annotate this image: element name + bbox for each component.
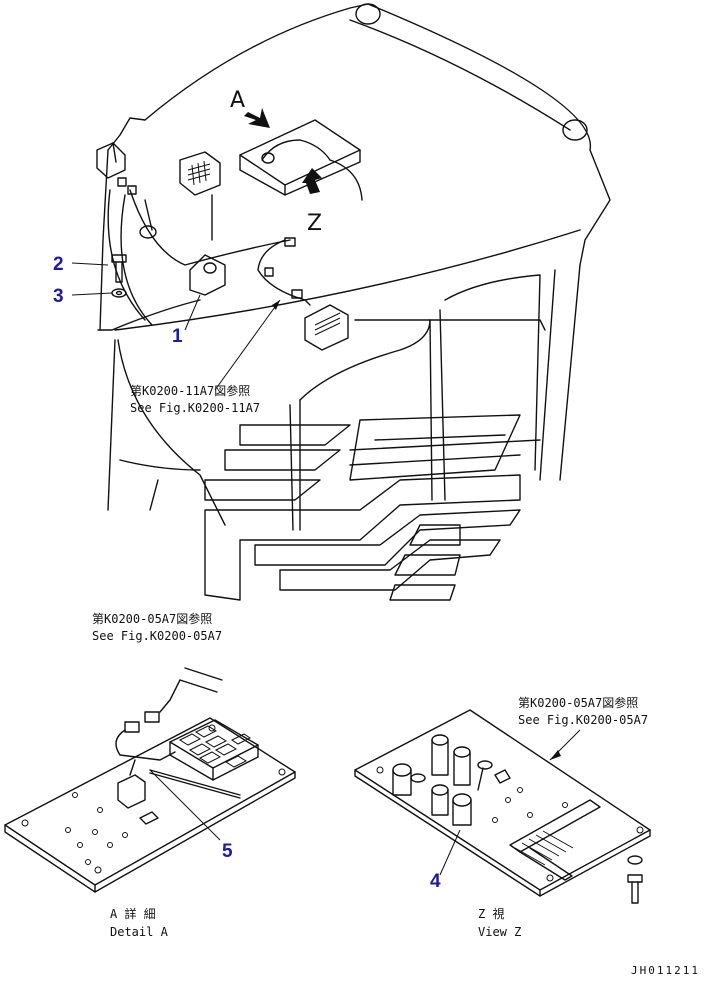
ref-left-jp: 第K0200-05A7図参照 (92, 611, 212, 626)
view-z-plate (354, 709, 651, 897)
washer-part-3 (111, 288, 127, 298)
working-lamp-center (179, 151, 221, 241)
callout-3: 3 (53, 286, 64, 307)
roof-controller-box (239, 119, 363, 201)
caption-detail-a-jp: A 詳 細 (110, 906, 156, 921)
detail-a-plate (4, 717, 296, 893)
detail-a-relay-box (169, 719, 259, 781)
callout-4: 4 (430, 871, 441, 892)
drawing-id: JH011211 (631, 964, 700, 977)
detail-a-harness (115, 667, 241, 825)
caption-view-z-en: View Z (478, 925, 521, 939)
caption-detail-a-en: Detail A (110, 925, 169, 939)
ref-top-en: See Fig.K0200-11A7 (130, 401, 260, 415)
wiring-harness (107, 189, 311, 326)
view-z-arrow (302, 168, 322, 194)
view-z-terminal-strip (509, 799, 601, 881)
callout-5: 5 (222, 841, 233, 862)
view-z-marker: Z (307, 211, 322, 236)
view-z-connectors (392, 734, 511, 826)
callout-2: 2 (53, 254, 64, 275)
ref-right-en: See Fig.K0200-05A7 (518, 713, 648, 727)
cab-body (97, 3, 611, 601)
view-a-marker: A (230, 88, 245, 113)
ref-left-en: See Fig.K0200-05A7 (92, 629, 222, 643)
view-z-bolt (627, 855, 643, 904)
callout-1: 1 (172, 326, 183, 347)
bolt-part-2 (111, 254, 127, 283)
ref-top-jp: 第K0200-11A7図参照 (130, 383, 250, 398)
view-a-arrow (244, 108, 270, 128)
callout-leaders (71, 262, 581, 876)
caption-view-z-jp: Z 視 (478, 906, 504, 921)
bracket-clamp (189, 254, 226, 296)
ref-right-jp: 第K0200-05A7図参照 (518, 695, 638, 710)
working-lamp-rear (96, 142, 137, 195)
working-lamp-right (304, 304, 349, 351)
